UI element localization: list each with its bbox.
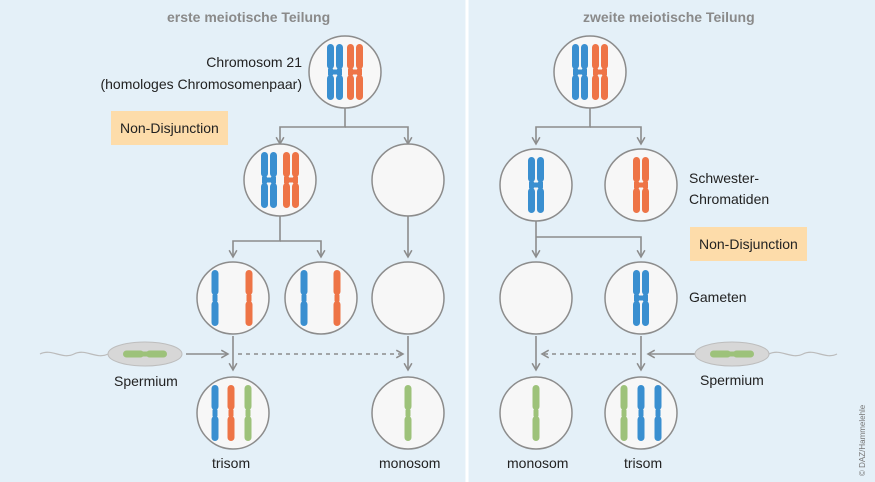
chromosome-label-line2: (homologes Chromosomenpaar) bbox=[100, 76, 302, 92]
sister-chromatids-label-line2: Chromatiden bbox=[689, 191, 770, 207]
sperm-label-left: Spermium bbox=[114, 373, 178, 389]
left-panel-title: erste meiotische Teilung bbox=[167, 9, 331, 25]
zygote-right-monosom bbox=[499, 376, 573, 450]
sister-chromatids-label-line1: Schwester- bbox=[689, 170, 760, 186]
result-monosom-left: monosom bbox=[379, 455, 441, 471]
gamete-right-sisters bbox=[604, 261, 678, 335]
nondisjunction-badge-left: Non-Disjunction bbox=[111, 111, 228, 145]
zygote-left-trisom bbox=[196, 376, 270, 450]
result-trisom-left: trisom bbox=[212, 455, 251, 471]
gamete-left-empty bbox=[371, 261, 445, 335]
nondisjunction-badge-right: Non-Disjunction bbox=[690, 227, 807, 261]
cell-meiosis1-blue bbox=[499, 148, 573, 222]
chromosome-label-line1: Chromosom 21 bbox=[206, 54, 302, 70]
left-arrows bbox=[186, 108, 413, 372]
right-arrows bbox=[531, 108, 695, 372]
zygote-right-trisom bbox=[604, 376, 678, 450]
sperm-right bbox=[694, 341, 838, 367]
gametes-label: Gameten bbox=[689, 289, 747, 305]
image-credit: © DAZ/Hammelehle bbox=[858, 404, 867, 476]
sperm-label-right: Spermium bbox=[700, 372, 764, 388]
gamete-right-empty bbox=[499, 261, 573, 335]
cell-meiosis1-both-pairs bbox=[243, 143, 317, 217]
cell-parent-left bbox=[308, 35, 382, 109]
cell-meiosis1-empty bbox=[371, 143, 445, 217]
result-monosom-right: monosom bbox=[507, 455, 569, 471]
right-panel-title: zweite meiotische Teilung bbox=[583, 9, 755, 25]
result-trisom-right: trisom bbox=[624, 455, 663, 471]
cell-parent-right bbox=[553, 35, 627, 109]
gamete-left-1 bbox=[196, 261, 270, 335]
gamete-left-2 bbox=[284, 261, 358, 335]
cell-meiosis1-orange bbox=[604, 148, 678, 222]
sperm-left bbox=[39, 341, 183, 367]
zygote-left-monosom bbox=[371, 376, 445, 450]
